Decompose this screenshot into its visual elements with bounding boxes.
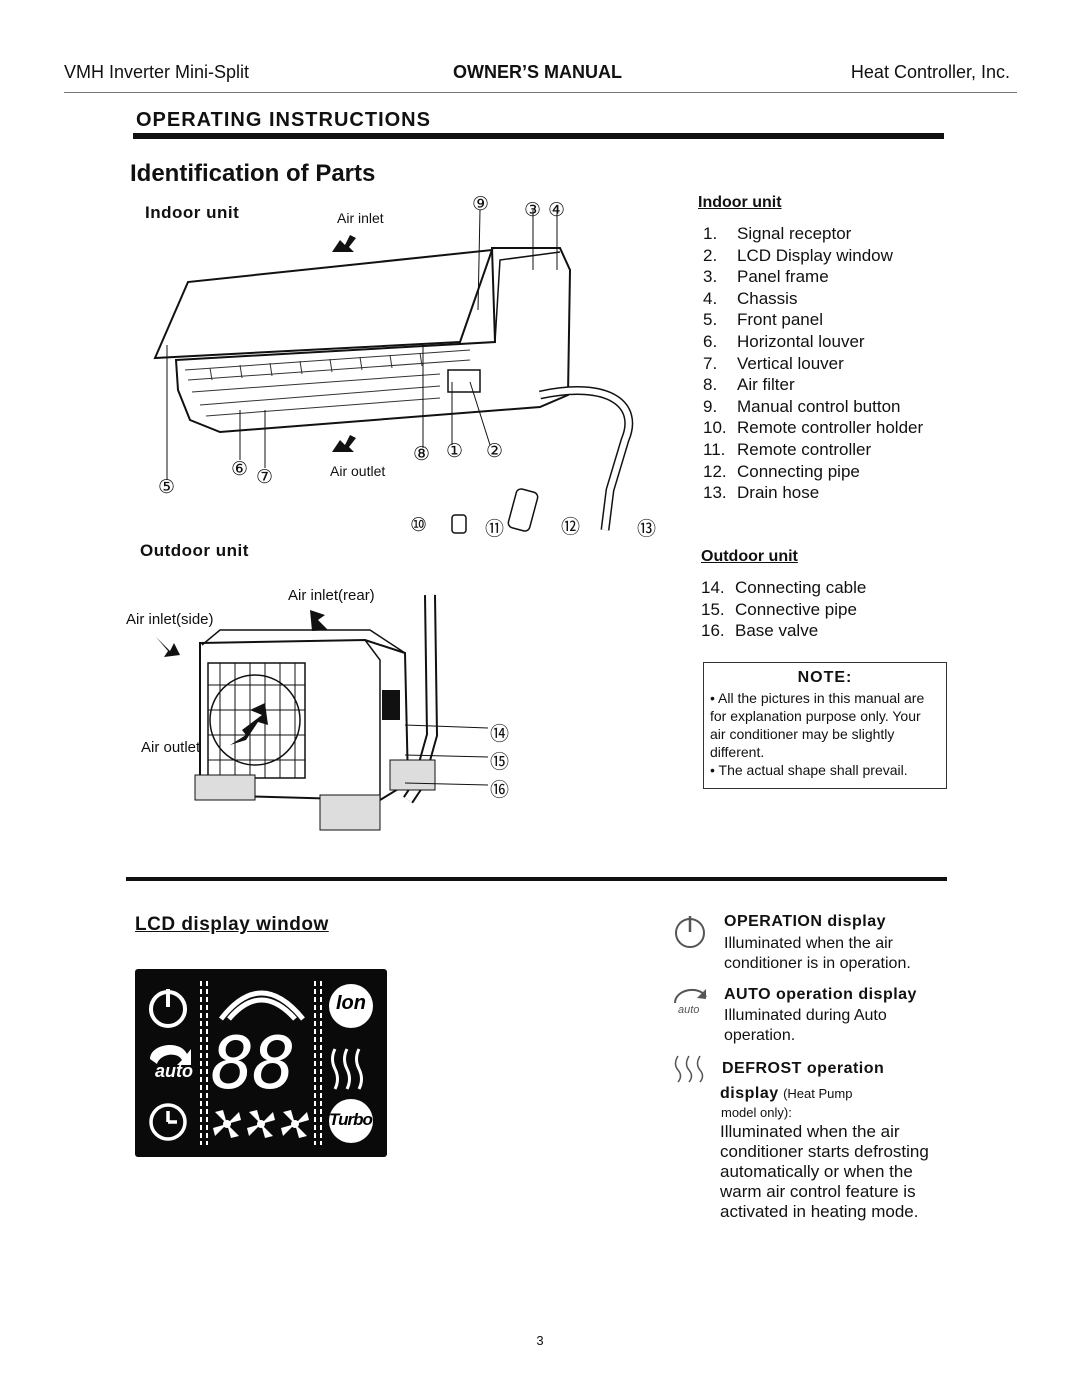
list-item: 2.LCD Display window <box>703 245 893 265</box>
outdoor-air-inlet-side-label: Air inlet(side) <box>126 611 214 628</box>
callout-7: ⑦ <box>256 467 274 488</box>
list-item: 5.Front panel <box>703 310 823 330</box>
defrost-display-title-a: DEFROST operation <box>722 1060 885 1077</box>
ion-badge <box>329 984 373 1028</box>
list-item: 9.Manual control button <box>703 396 901 416</box>
outdoor-list-heading: Outdoor unit <box>701 548 798 565</box>
auto-icon <box>150 1044 191 1065</box>
header-product: VMH Inverter Mini-Split <box>64 62 250 82</box>
list-item: 3.Panel frame <box>703 267 829 287</box>
defrost-note-b: model only): <box>721 1105 792 1120</box>
outlet-arrow <box>230 703 268 745</box>
lcd-turbo-text: Turbo <box>329 1110 373 1129</box>
outdoor-diagram-label: Outdoor unit <box>140 541 249 560</box>
front-panel-shape <box>153 248 494 360</box>
lcd-ion-text: Ion <box>336 992 366 1014</box>
lcd-auto-text: auto <box>155 1061 193 1081</box>
rear-inlet-arrow <box>310 610 328 631</box>
remote-controller-shape <box>507 488 539 532</box>
remote-holder-shape <box>451 514 467 534</box>
turbo-badge <box>329 1099 373 1143</box>
indoor-list-heading: Indoor unit <box>698 194 782 211</box>
auto-display-title: AUTO operation display <box>724 986 917 1003</box>
power-icon <box>149 989 187 1028</box>
indoor-air-inlet-label: Air inlet <box>337 210 384 226</box>
defrost-display-body: Illuminated when the air conditioner sta… <box>720 1122 929 1221</box>
callout-9: ⑨ <box>472 194 490 215</box>
lcd-graphic <box>149 981 373 1145</box>
callout-13: ⑬ <box>637 519 657 540</box>
callout-11: ⑪ <box>485 519 505 540</box>
outdoor-unit-diagram <box>156 594 489 831</box>
callout-16: ⑯ <box>490 780 510 801</box>
section-bar <box>133 133 944 139</box>
callout-10: ⑩ <box>410 515 428 536</box>
list-item: 11.Remote controller <box>703 439 872 459</box>
chassis-shape <box>174 247 572 434</box>
list-item: 6.Horizontal louver <box>703 331 865 351</box>
callout-2: ② <box>486 441 504 462</box>
callout-8: ⑧ <box>413 444 431 465</box>
defrost-icon <box>331 1048 363 1090</box>
list-item: 16.Base valve <box>701 621 819 641</box>
header-rule <box>64 92 1017 93</box>
lcd-section-title: LCD display window <box>135 914 329 935</box>
callout-6: ⑥ <box>231 459 249 480</box>
defrost-note-a: (Heat Pump <box>783 1086 853 1101</box>
note-line-2: The actual shape shall prevail. <box>718 762 908 778</box>
list-item: 14.Connecting cable <box>701 578 867 597</box>
defrost-display-title-line: display (Heat Pump <box>720 1085 852 1103</box>
auto-operation-icon <box>674 988 707 1004</box>
header-doc-type: OWNER’S MANUAL <box>453 62 622 82</box>
auto-icon-text: auto <box>678 1004 700 1016</box>
display-window-shape <box>447 369 481 393</box>
lcd-digits: 88 <box>211 1021 296 1105</box>
callout-12: ⑫ <box>561 517 581 538</box>
callout-14: ⑭ <box>490 724 510 745</box>
list-item: 4.Chassis <box>703 288 798 308</box>
callout-3: ③ <box>524 200 542 221</box>
indoor-parts-list: 1.Signal receptor 2.LCD Display window 3… <box>703 223 923 504</box>
header-company: Heat Controller, Inc. <box>850 62 1010 82</box>
section-divider <box>126 877 947 881</box>
note-line-1: All the pictures in this manual are for … <box>710 690 925 760</box>
list-item: 12.Connecting pipe <box>703 461 860 481</box>
list-item: 10.Remote controller holder <box>703 418 924 438</box>
lcd-panel: auto 88 Ion Turbo <box>135 969 387 1157</box>
fan-speed-icon <box>219 990 305 1021</box>
list-item: 13.Drain hose <box>703 483 820 503</box>
outdoor-parts-list: 14.Connecting cable 15.Connective pipe 1… <box>701 577 866 642</box>
indoor-diagram-label: Indoor unit <box>145 203 240 222</box>
page-heading: Identification of Parts <box>130 160 376 187</box>
list-item: 7.Vertical louver <box>703 353 844 373</box>
air-inlet-arrow <box>332 235 356 252</box>
note-text: • All the pictures in this manual are fo… <box>710 690 925 778</box>
outdoor-air-outlet-label: Air outlet <box>141 739 201 756</box>
operation-display-title: OPERATION display <box>724 913 887 930</box>
note-title: NOTE: <box>797 669 853 686</box>
list-item: 1.Signal receptor <box>703 224 852 243</box>
air-outlet-arrow <box>332 435 356 452</box>
clock-icon <box>149 1103 187 1141</box>
callout-1: ① <box>446 441 464 462</box>
operation-power-icon <box>675 916 705 948</box>
indoor-unit-diagram <box>153 209 634 534</box>
section-title: OPERATING INSTRUCTIONS <box>136 109 431 131</box>
note-box: NOTE: • All the pictures in this manual … <box>703 662 947 789</box>
callout-15: ⑮ <box>490 752 510 773</box>
side-inlet-arrow <box>156 637 180 657</box>
callout-4: ④ <box>548 200 566 221</box>
operation-display-body: Illuminated when the air conditioner is … <box>724 935 911 972</box>
auto-display-body: Illuminated during Auto operation. <box>724 1007 887 1044</box>
defrost-icon-legend <box>674 1055 704 1083</box>
outdoor-air-inlet-rear-label: Air inlet(rear) <box>288 587 375 604</box>
defrost-display-title-b: display <box>720 1085 779 1102</box>
list-item: 8.Air filter <box>703 375 795 395</box>
list-item: 15.Connective pipe <box>701 599 857 619</box>
fan-icon <box>213 1110 309 1138</box>
page-number: 3 <box>536 1333 544 1348</box>
indoor-air-outlet-label: Air outlet <box>330 463 386 479</box>
callout-5: ⑤ <box>158 477 176 498</box>
